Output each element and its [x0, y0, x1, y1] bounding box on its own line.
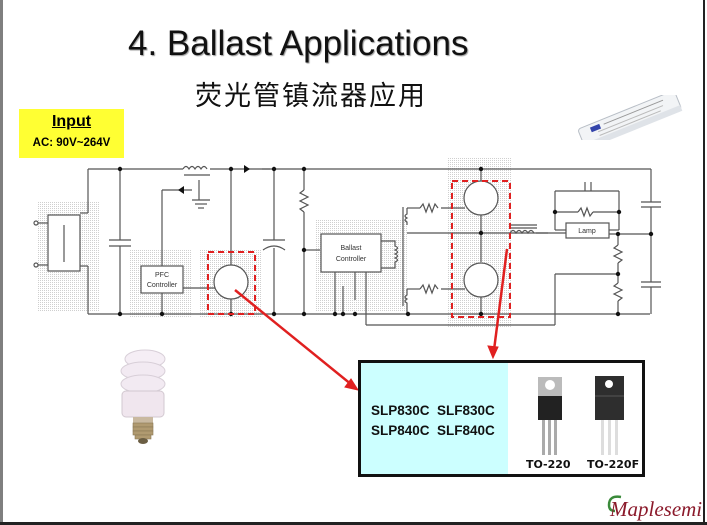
- input-voltage-range: AC: 90V~264V: [32, 137, 111, 149]
- pfc-controller-label-1: PFC: [155, 272, 169, 279]
- maplesemi-logo: Maplesemi: [610, 497, 703, 521]
- part-numbers-line-1: SLP830C SLF830C: [371, 403, 495, 418]
- slide-subtitle: 荧光管镇流器应用: [195, 81, 427, 112]
- pfc-controller-label-2: Controller: [147, 282, 178, 289]
- cfl-bulb-image: [120, 349, 166, 444]
- slide-frame-bottom: [0, 522, 707, 525]
- half-bridge-highlight: [451, 180, 511, 318]
- pfc-mosfet-highlight: [207, 251, 256, 315]
- ballast-controller-label-2: Controller: [336, 256, 367, 263]
- slide-frame-left: [0, 0, 3, 525]
- input-spec-box: Input AC: 90V~264V: [19, 109, 124, 158]
- slide-frame-right: [703, 0, 705, 525]
- to220f-label: TO-220F: [587, 458, 640, 471]
- slide-title: 4. Ballast Applications: [128, 24, 469, 63]
- input-heading: Input: [51, 113, 92, 130]
- package-box: TO-220 TO-220F: [508, 360, 645, 477]
- lamp-label: Lamp: [578, 228, 596, 235]
- to220f-package-icon: [595, 376, 624, 455]
- ballast-controller-label-1: Ballast: [340, 245, 361, 252]
- to220-package-icon: [538, 377, 562, 455]
- part-numbers-box: SLP830C SLF830C SLP840C SLF840C: [358, 360, 514, 477]
- maplesemi-logo-icon: [607, 495, 622, 513]
- electronic-ballast-image: [578, 95, 683, 140]
- to220-label: TO-220: [526, 458, 571, 471]
- part-numbers-line-2: SLP840C SLF840C: [371, 423, 495, 438]
